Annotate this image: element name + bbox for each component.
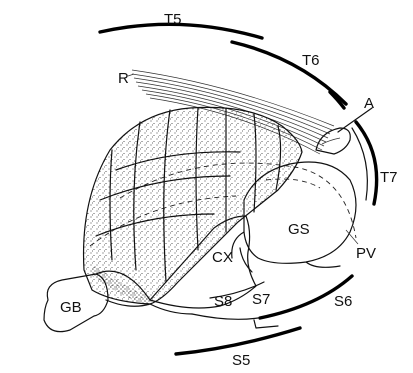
lobe-fill [84,107,302,304]
t6-arc [232,42,346,104]
label-cx: CX [212,249,233,266]
label-gs: GS [288,221,310,238]
s7-step [254,320,278,328]
label-s7: S7 [252,291,270,308]
stippled-lobe [84,107,302,304]
label-a: A [364,95,374,112]
label-pv: PV [356,245,376,262]
t7-arc [356,122,377,204]
label-r: R [118,70,129,87]
label-gb: GB [60,299,82,316]
s8-line [192,314,258,319]
label-s6: S6 [334,293,352,310]
label-t6: T6 [302,52,320,69]
label-t5: T5 [164,11,182,28]
s5-arc [176,328,300,354]
label-s8: S8 [214,293,232,310]
label-t7: T7 [380,169,398,186]
label-s5: S5 [232,352,250,369]
t7-arc-inner [352,128,367,200]
